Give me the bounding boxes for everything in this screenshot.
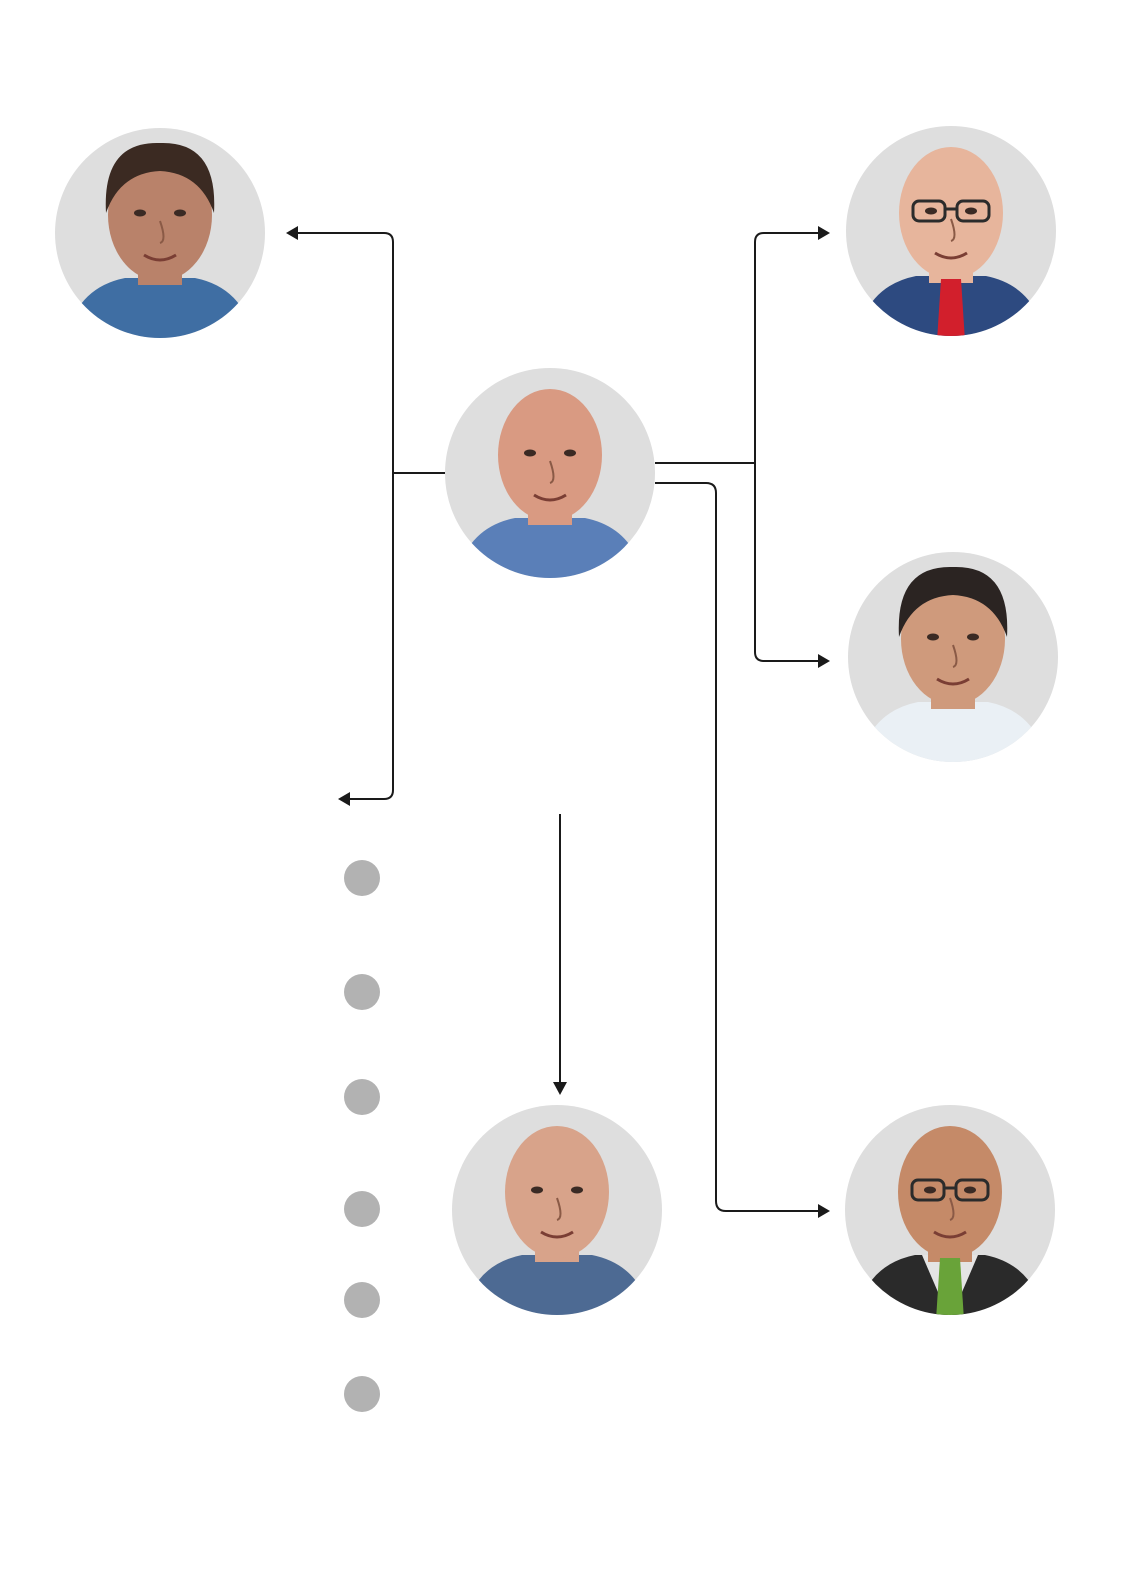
right-eye-shape xyxy=(965,207,977,215)
nose-shape xyxy=(556,1197,562,1221)
connector-to-bottom-right-person xyxy=(655,482,818,1212)
person-node-bottom-right xyxy=(845,1105,1055,1315)
bullet-dot-1 xyxy=(344,860,380,896)
bullet-dot-4 xyxy=(344,1191,380,1227)
mouth-shape xyxy=(533,493,567,502)
nose-shape xyxy=(949,1197,955,1221)
person-node-mid-right xyxy=(848,552,1058,762)
arrowhead-top-right xyxy=(818,226,830,240)
left-eye-shape xyxy=(924,1186,936,1194)
right-eye-shape xyxy=(174,209,186,217)
head-shape xyxy=(498,389,602,521)
person-node-bottom-middle xyxy=(452,1105,662,1315)
glasses-left-lens xyxy=(911,199,947,223)
left-eye-shape xyxy=(927,633,939,641)
nose-shape xyxy=(952,644,958,668)
person-node-top-left xyxy=(55,128,265,338)
person-node-top-right xyxy=(846,126,1056,336)
connector-to-mid-right-person xyxy=(754,463,818,662)
arrowhead-top-left xyxy=(286,226,298,240)
right-eye-shape xyxy=(967,633,979,641)
connector-to-top-right-person xyxy=(754,232,818,463)
mouth-shape xyxy=(933,1230,967,1239)
person-avatars xyxy=(55,126,1058,1315)
mouth-shape xyxy=(934,251,968,260)
bullet-dot-6 xyxy=(344,1376,380,1412)
mouth-shape xyxy=(143,253,177,262)
left-eye-shape xyxy=(531,1186,543,1194)
right-eye-shape xyxy=(964,1186,976,1194)
head-shape xyxy=(505,1126,609,1258)
nose-shape xyxy=(159,220,165,244)
connector-to-top-left-person xyxy=(298,232,394,473)
mouth-shape xyxy=(540,1230,574,1239)
arrowhead-list xyxy=(338,792,350,806)
left-eye-shape xyxy=(134,209,146,217)
head-shape xyxy=(108,149,212,281)
bullet-dot-5 xyxy=(344,1282,380,1318)
tie-shape xyxy=(937,279,965,336)
tie-shape xyxy=(936,1258,964,1315)
bullet-list xyxy=(344,860,380,1412)
nose-shape xyxy=(549,460,555,484)
bullet-dot-3 xyxy=(344,1079,380,1115)
glasses-right-lens xyxy=(954,1178,990,1202)
connectors xyxy=(286,226,830,1218)
head-shape xyxy=(899,147,1003,279)
bullet-dot-2 xyxy=(344,974,380,1010)
head-shape xyxy=(901,573,1005,705)
right-eye-shape xyxy=(564,449,576,457)
mouth-shape xyxy=(936,677,970,686)
right-eye-shape xyxy=(571,1186,583,1194)
hair-shape xyxy=(898,566,1008,637)
arrowhead-bottom-right xyxy=(818,1204,830,1218)
arrowhead-mid-right xyxy=(818,654,830,668)
left-eye-shape xyxy=(925,207,937,215)
hair-shape xyxy=(105,142,215,213)
nose-shape xyxy=(950,218,956,242)
left-eye-shape xyxy=(524,449,536,457)
person-node-center xyxy=(445,368,655,578)
glasses-right-lens xyxy=(955,199,991,223)
glasses-left-lens xyxy=(910,1178,946,1202)
head-shape xyxy=(898,1126,1002,1258)
arrowhead-bottom-middle xyxy=(553,1082,567,1095)
connector-to-list xyxy=(350,473,394,800)
